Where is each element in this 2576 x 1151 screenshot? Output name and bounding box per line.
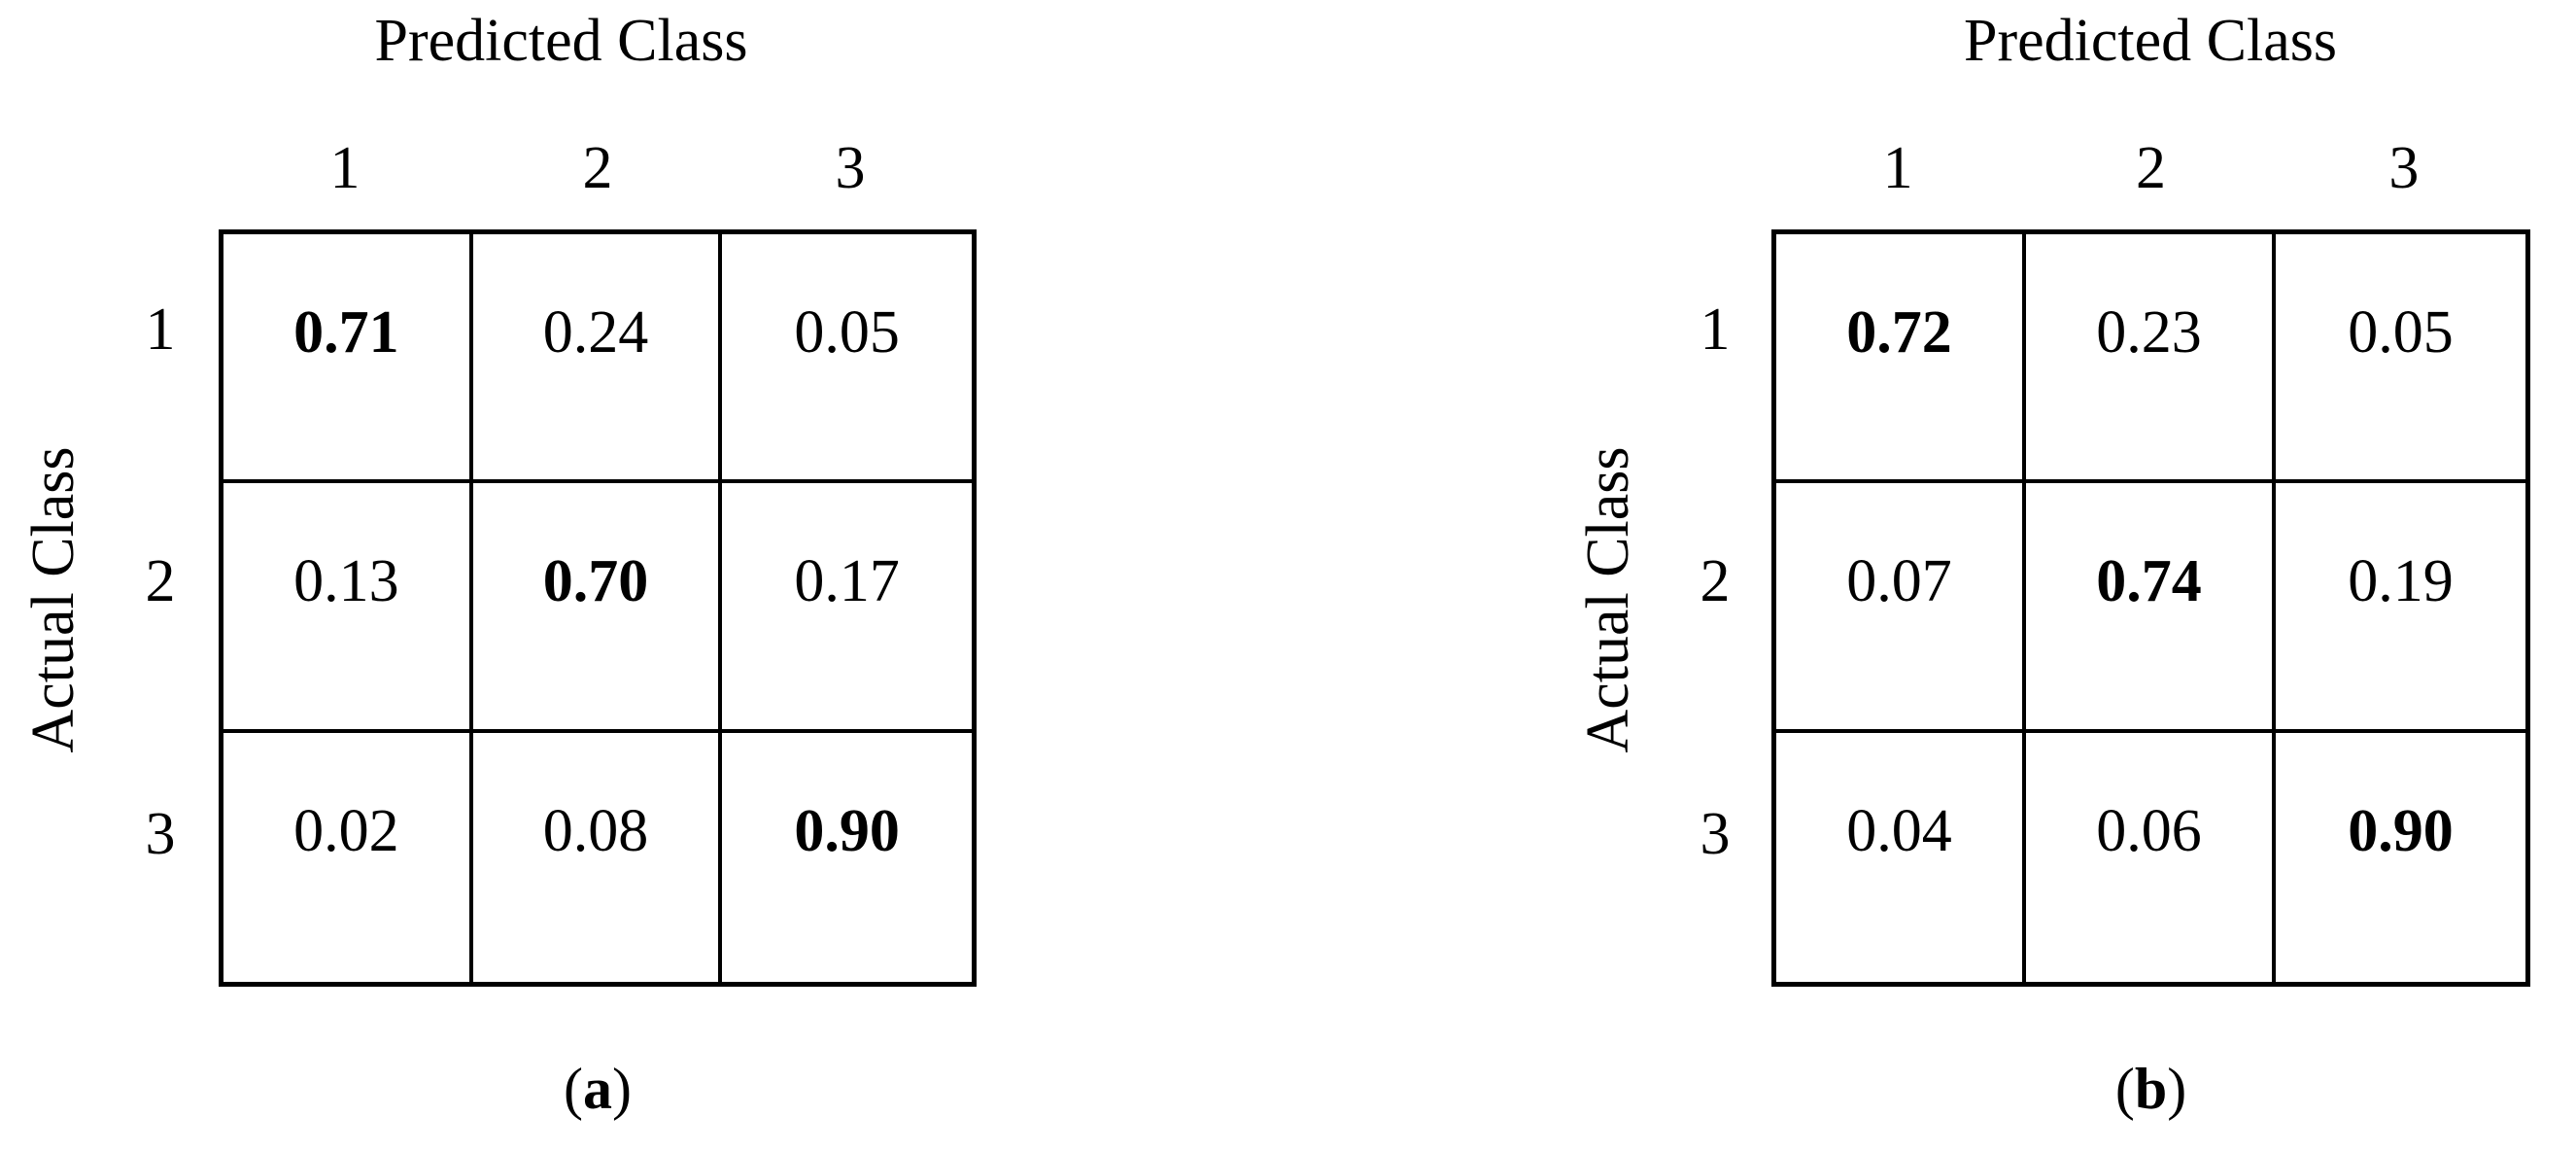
- matrix-cell-r2c1: 0.07: [1776, 483, 2026, 733]
- column-header-row: 1 2 3: [219, 124, 977, 212]
- matrix-cell-r1c2: 0.24: [472, 234, 723, 484]
- matrix-cell-r2c1-value: 0.07: [1846, 547, 1952, 614]
- panel-caption-b-close: ): [2167, 1057, 2187, 1121]
- matrix-cell-r2c3: 0.17: [722, 483, 972, 733]
- matrix-cell-r3c1-value: 0.02: [293, 798, 399, 865]
- matrix-cell-r3c2: 0.06: [2026, 732, 2276, 982]
- matrix-cell-r1c1-value: 0.72: [1846, 298, 1952, 366]
- column-header-1: 1: [329, 135, 361, 201]
- column-header-2: 2: [582, 135, 613, 201]
- matrix-cell-r3c3-value: 0.90: [794, 798, 900, 865]
- matrix-cell-r3c1: 0.04: [1776, 732, 2026, 982]
- panel-caption-b-open: (: [2114, 1057, 2135, 1121]
- panel-caption-a-close: ): [612, 1057, 632, 1121]
- matrix-cell-r3c3: 0.90: [722, 732, 972, 982]
- matrix-cell-r2c2-value: 0.74: [2096, 547, 2202, 614]
- row-header-3-label: 3: [1700, 800, 1731, 867]
- matrix-cell-r3c3-value: 0.90: [2348, 798, 2454, 865]
- matrix-cell-r2c2: 0.74: [2026, 483, 2276, 733]
- matrix-cell-r1c3-value: 0.05: [2348, 298, 2454, 366]
- column-header-row: 1 2 3: [1771, 124, 2530, 212]
- matrix-cell-r3c2-value: 0.06: [2096, 798, 2202, 865]
- row-header-1: 1: [124, 229, 196, 482]
- row-header-1-label: 1: [1700, 296, 1731, 363]
- matrix-cell-r1c3: 0.05: [722, 234, 972, 484]
- matrix-cell-r2c2-value: 0.70: [542, 547, 649, 614]
- matrix-cell-r1c2-value: 0.23: [2096, 298, 2202, 366]
- row-header-column: 1 2 3: [1679, 229, 1751, 987]
- confusion-matrix-panel-a: Predicted Class 1 2 3 Actual Class 1 2 3…: [20, 8, 977, 1133]
- matrix-cell-r1c2-value: 0.24: [542, 298, 649, 366]
- matrix-cell-r2c3-value: 0.19: [2348, 547, 2454, 614]
- matrix-cell-r2c2: 0.70: [472, 483, 723, 733]
- matrix-cell-r3c3: 0.90: [2276, 732, 2525, 982]
- matrix-cell-r1c1-value: 0.71: [293, 298, 399, 366]
- matrix-cell-r1c3: 0.05: [2276, 234, 2525, 484]
- actual-class-axis-title: Actual Class: [1575, 446, 1641, 753]
- row-header-3-label: 3: [145, 800, 176, 867]
- panel-caption-a: (a): [219, 1045, 977, 1133]
- predicted-class-axis-title: Predicted Class: [374, 8, 748, 74]
- matrix-cell-r2c3-value: 0.17: [794, 547, 900, 614]
- row-header-1: 1: [1679, 229, 1751, 482]
- matrix-cell-r3c2: 0.08: [472, 732, 723, 982]
- column-header-3: 3: [2388, 135, 2420, 201]
- row-header-1-label: 1: [145, 296, 176, 363]
- predicted-class-axis-title: Predicted Class: [1964, 8, 2337, 74]
- panel-caption-a-open: (: [564, 1057, 583, 1121]
- panel-caption-b: (b): [1771, 1045, 2530, 1133]
- matrix-cell-r3c2-value: 0.08: [542, 798, 649, 865]
- matrix-cell-r2c3: 0.19: [2276, 483, 2525, 733]
- column-header-3: 3: [835, 135, 866, 201]
- matrix-cell-r3c1-value: 0.04: [1846, 798, 1952, 865]
- row-header-2: 2: [1679, 482, 1751, 735]
- confusion-matrix-grid-a: 0.71 0.24 0.05 0.13 0.70 0.17 0.02 0.08 …: [219, 229, 977, 987]
- column-header-2: 2: [2135, 135, 2166, 201]
- row-header-column: 1 2 3: [124, 229, 196, 987]
- actual-class-axis-title: Actual Class: [20, 446, 86, 753]
- panel-caption-a-letter: a: [583, 1057, 612, 1121]
- row-header-3: 3: [124, 734, 196, 987]
- matrix-cell-r1c3-value: 0.05: [794, 298, 900, 366]
- matrix-cell-r2c1-value: 0.13: [293, 547, 399, 614]
- matrix-cell-r2c1: 0.13: [223, 483, 473, 733]
- row-header-2-label: 2: [145, 548, 176, 615]
- row-header-3: 3: [1679, 734, 1751, 987]
- confusion-matrix-grid-b: 0.72 0.23 0.05 0.07 0.74 0.19 0.04 0.06 …: [1771, 229, 2530, 987]
- matrix-cell-r3c1: 0.02: [223, 732, 473, 982]
- matrix-cell-r1c2: 0.23: [2026, 234, 2276, 484]
- matrix-cell-r1c1: 0.72: [1776, 234, 2026, 484]
- row-header-2-label: 2: [1700, 548, 1731, 615]
- matrix-cell-r1c1: 0.71: [223, 234, 473, 484]
- row-header-2: 2: [124, 482, 196, 735]
- panel-caption-b-letter: b: [2134, 1057, 2168, 1121]
- column-header-1: 1: [1882, 135, 1913, 201]
- confusion-matrix-panel-b: Predicted Class 1 2 3 Actual Class 1 2 3…: [1288, 0, 2576, 1151]
